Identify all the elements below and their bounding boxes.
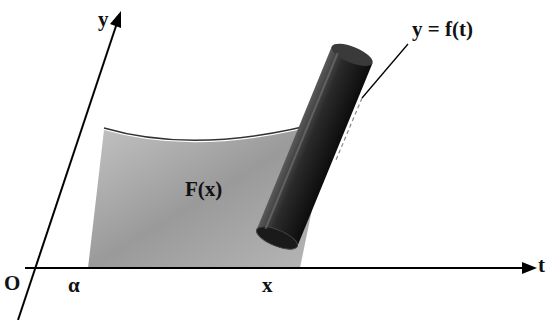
origin-label: O bbox=[4, 272, 20, 295]
bound-label: x bbox=[262, 274, 273, 297]
arrow-head bbox=[110, 11, 121, 28]
leader-line bbox=[336, 98, 362, 160]
axis-label: y bbox=[98, 8, 109, 31]
function-label: y = f(t) bbox=[412, 18, 473, 41]
bound-label: α bbox=[68, 274, 80, 297]
area-label: F(x) bbox=[185, 178, 222, 201]
roller bbox=[254, 39, 376, 254]
y-axis bbox=[18, 20, 118, 320]
arrow-head bbox=[522, 262, 537, 274]
t-axis bbox=[25, 267, 530, 269]
axis-label: t bbox=[538, 254, 545, 277]
leader-line bbox=[362, 44, 408, 98]
